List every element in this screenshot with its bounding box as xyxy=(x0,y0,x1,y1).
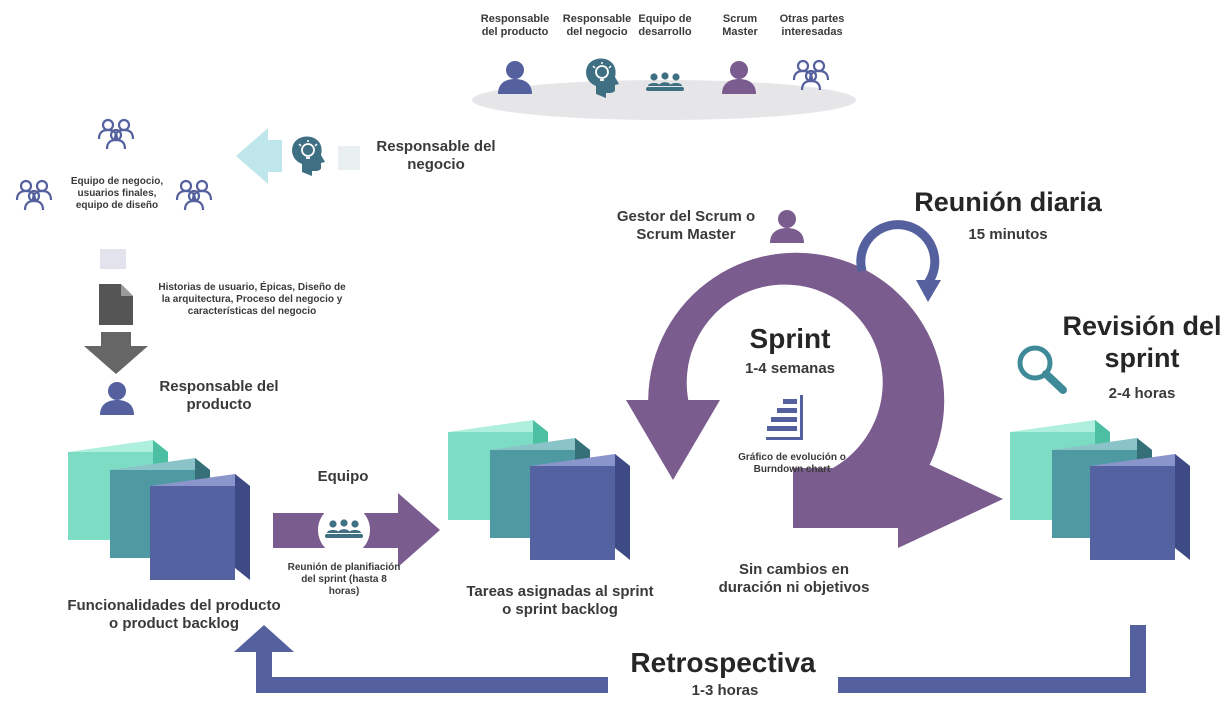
business-inputs-label: Historias de usuario, Épicas, Diseño de … xyxy=(158,282,346,317)
product-owner-label: Responsable del producto xyxy=(159,378,279,413)
group-people-icon-top xyxy=(99,120,133,149)
business-owner-head-icon xyxy=(291,135,326,177)
product-backlog-label: Funcionalidades del producto o product b… xyxy=(67,597,281,632)
document-icon xyxy=(99,284,133,325)
business-flow-arrow xyxy=(236,128,282,184)
product-owner-person-icon xyxy=(100,382,134,415)
scrum-master-role-icon xyxy=(722,61,756,94)
sprint-title: Sprint xyxy=(749,323,831,354)
business-flow-tail xyxy=(338,146,360,170)
sprint-duration: 1-4 semanas xyxy=(744,360,836,377)
burndown-chart-icon xyxy=(766,395,803,440)
planning-meeting-label: Reunión de planifiación del sprint (hast… xyxy=(287,562,401,597)
business-owner-label: Responsable del negocio xyxy=(376,138,496,173)
role-business-owner-label: Responsable del negocio xyxy=(562,13,632,39)
scrum-master-person-icon xyxy=(770,210,804,243)
role-scrum-master-label: Scrum Master xyxy=(722,13,758,39)
review-cubes xyxy=(1010,420,1190,560)
sprint-loop xyxy=(648,252,945,470)
daily-meeting-duration: 15 minutos xyxy=(968,226,1048,243)
document-fold xyxy=(121,284,133,296)
burndown-chart-label: Gráfico de evolución o Burndown chart xyxy=(738,452,846,475)
daily-cycle-arrow xyxy=(856,220,940,286)
role-dev-team-label: Equipo de desarrollo xyxy=(638,13,692,39)
stakeholders-role-icon xyxy=(794,61,828,90)
product-backlog-cubes xyxy=(68,440,250,580)
group-people-icon-right xyxy=(177,181,211,210)
role-product-owner-label: Responsable del producto xyxy=(480,13,550,39)
daily-meeting-title: Reunión diaria xyxy=(914,187,1102,217)
retrospective-arrow xyxy=(234,625,1146,693)
sprint-backlog-label: Tareas asignadas al sprint o sprint back… xyxy=(466,583,654,618)
product-owner-role-icon xyxy=(498,61,532,94)
sprint-review-duration: 2-4 horas xyxy=(1108,385,1176,402)
sprint-backlog-cubes xyxy=(448,420,630,560)
magnifier-icon xyxy=(1017,345,1067,394)
sprint-review-title: Revisión del sprint xyxy=(1062,311,1222,374)
planning-team-label: Equipo xyxy=(317,468,369,485)
sprint-exit-arrowhead xyxy=(898,450,1003,548)
sprint-exit-bar xyxy=(793,468,901,528)
doc-tab xyxy=(100,249,126,269)
sprint-loop-arrowhead xyxy=(626,400,720,480)
business-group-label: Equipo de negocio, usuarios finales, equ… xyxy=(70,176,164,211)
retrospective-duration: 1-3 horas xyxy=(691,682,759,699)
sprint-rule-label: Sin cambios en duración ni objetivos xyxy=(718,561,870,596)
group-people-icon-left xyxy=(17,181,51,210)
daily-cycle-arrowhead xyxy=(916,280,941,302)
roles-ellipse xyxy=(472,80,856,120)
retrospective-title: Retrospectiva xyxy=(630,647,816,678)
role-stakeholders-label: Otras partes interesadas xyxy=(779,13,845,39)
down-arrow xyxy=(84,332,148,374)
scrum-master-label: Gestor del Scrum o Scrum Master xyxy=(616,208,756,243)
